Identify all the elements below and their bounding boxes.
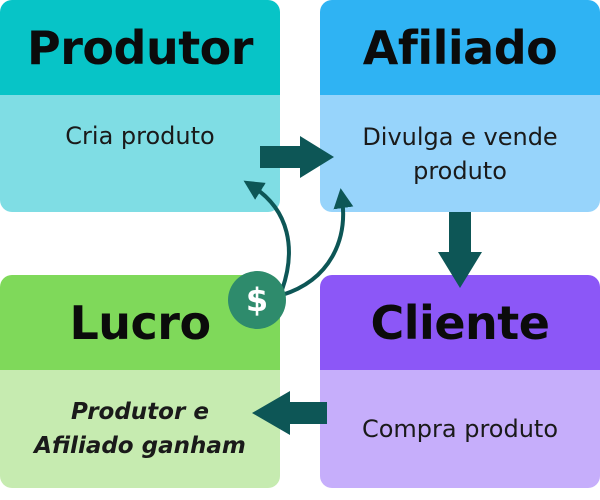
dollar-icon: $ — [228, 271, 286, 329]
card-afiliado-body-line1: Divulga e vende — [362, 122, 558, 151]
card-produtor: Produtor Cria produto — [0, 0, 280, 212]
card-produtor-body: Cria produto — [0, 95, 280, 212]
arrow-lucro-to-produtor — [243, 180, 291, 291]
arrow-cliente-to-lucro — [252, 391, 327, 435]
card-produtor-title: Produtor — [0, 0, 280, 95]
arrow-afiliado-to-cliente — [438, 212, 482, 288]
arrow-produtor-to-afiliado — [260, 136, 334, 178]
card-lucro: Lucro Produtor e Afiliado ganham — [0, 275, 280, 488]
card-lucro-body-line1: Produtor e — [71, 399, 209, 425]
arrow-lucro-to-afiliado — [281, 188, 354, 297]
card-afiliado-title: Afiliado — [320, 0, 600, 95]
card-lucro-body: Produtor e Afiliado ganham — [0, 370, 280, 488]
card-cliente-body: Compra produto — [320, 370, 600, 488]
card-afiliado-body-line2: produto — [413, 156, 507, 185]
card-lucro-body-line2: Afiliado ganham — [34, 433, 246, 459]
card-lucro-title: Lucro — [0, 275, 280, 370]
card-cliente-title: Cliente — [320, 275, 600, 370]
card-cliente: Cliente Compra produto — [320, 275, 600, 488]
card-afiliado-body: Divulga e vende produto — [320, 95, 600, 212]
card-afiliado: Afiliado Divulga e vende produto — [320, 0, 600, 212]
